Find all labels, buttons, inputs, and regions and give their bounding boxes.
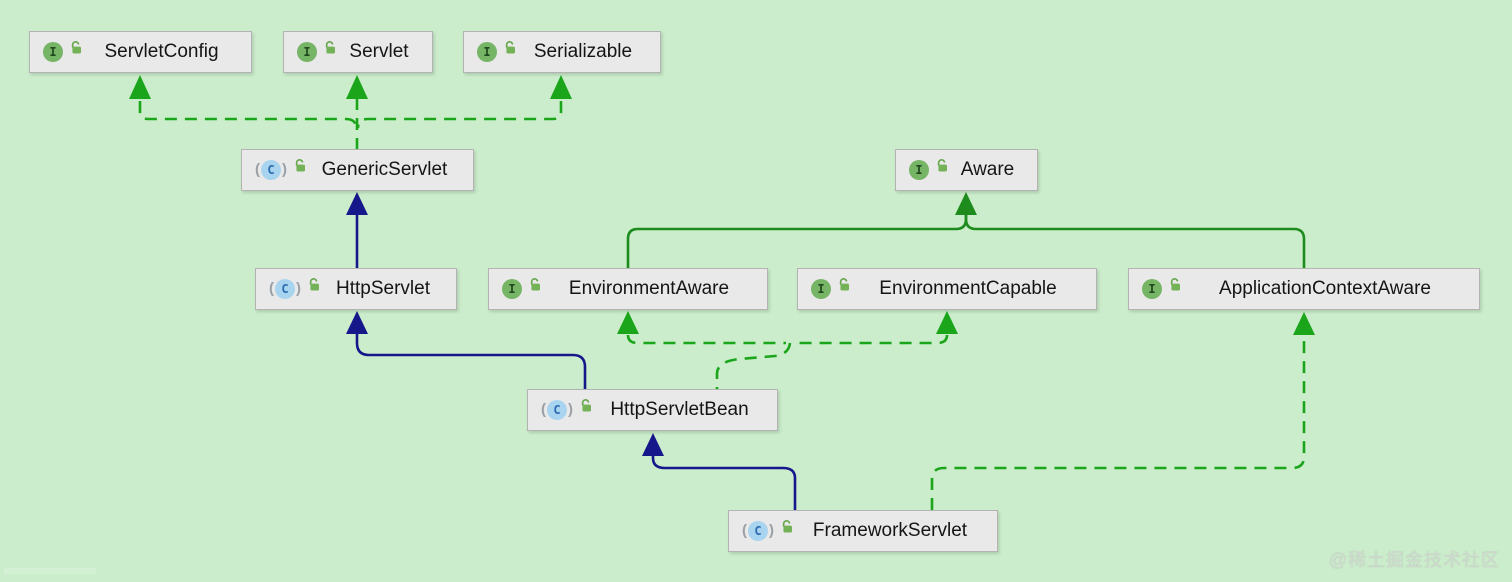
public-lock-icon [528, 277, 543, 297]
arrowhead-httpservletbean [642, 433, 664, 456]
interface-icon: I [502, 279, 522, 299]
interface-icon: I [811, 279, 831, 299]
edge-httpservletbean-implements-stem [715, 342, 792, 389]
class-node-servletconfig[interactable]: I ServletConfig [29, 31, 252, 73]
public-lock-icon [69, 40, 84, 60]
edge-httpservletbean-implements-environmentcapable [798, 334, 949, 345]
public-lock-icon [780, 519, 795, 539]
class-node-label: ApplicationContextAware [1219, 278, 1431, 299]
abstract-class-icon: (C) [255, 160, 287, 180]
class-node-label: Servlet [349, 41, 409, 62]
class-node-servlet[interactable]: I Servlet [283, 31, 433, 73]
class-node-serializable[interactable]: I Serializable [463, 31, 661, 73]
arrowhead-genericservlet [346, 192, 368, 215]
edge-frameworkservlet-implements-applicationcontextaware [930, 336, 1306, 510]
interface-icon: I [43, 42, 63, 62]
abstract-class-icon: (C) [742, 521, 774, 541]
class-node-label: FrameworkServlet [812, 520, 968, 541]
class-node-httpservletbean[interactable]: (C) HttpServletBean [527, 389, 778, 431]
public-lock-icon [935, 158, 950, 178]
class-node-environmentaware[interactable]: I EnvironmentAware [488, 268, 768, 310]
arrowhead-applicationcontextaware [1293, 312, 1315, 335]
public-lock-icon [307, 277, 322, 297]
interface-icon: I [477, 42, 497, 62]
class-node-label: EnvironmentCapable [879, 278, 1057, 299]
public-lock-icon [503, 40, 518, 60]
arrowhead-serializable [550, 75, 572, 99]
edge-httpservletbean-implements-environmentaware [626, 334, 786, 345]
arrowhead-servlet [346, 75, 368, 99]
class-node-frameworkservlet[interactable]: (C) FrameworkServlet [728, 510, 998, 552]
edge-environmentaware-extends-aware [626, 215, 968, 268]
class-node-label: GenericServlet [321, 159, 448, 180]
class-node-label: EnvironmentAware [568, 278, 730, 299]
public-lock-icon [579, 398, 594, 418]
arrowhead-environmentaware [617, 311, 639, 334]
interface-icon: I [1142, 279, 1162, 299]
class-node-label: HttpServletBean [610, 399, 749, 420]
arrowhead-httpservlet [346, 311, 368, 334]
interface-icon: I [297, 42, 317, 62]
arrowhead-environmentcapable [936, 311, 958, 334]
class-node-aware[interactable]: I Aware [895, 149, 1038, 191]
public-lock-icon [323, 40, 338, 60]
public-lock-icon [293, 158, 308, 178]
public-lock-icon [1168, 277, 1183, 297]
corner-faint-mark [4, 568, 96, 574]
interface-icon: I [909, 160, 929, 180]
class-node-httpservlet[interactable]: (C) HttpServlet [255, 268, 457, 310]
class-node-applicationcontextaware[interactable]: I ApplicationContextAware [1128, 268, 1480, 310]
class-node-environmentcapable[interactable]: I EnvironmentCapable [797, 268, 1097, 310]
arrowhead-aware [955, 192, 977, 215]
edge-genericservlet-implements-serializable [356, 101, 563, 129]
class-node-label: HttpServlet [336, 278, 430, 299]
edge-httpservletbean-extends-httpservlet [355, 334, 587, 389]
edge-applicationcontextaware-extends-aware [964, 215, 1306, 268]
class-node-label: Aware [960, 159, 1015, 180]
watermark-text: @稀土掘金技术社区 [1328, 550, 1500, 570]
abstract-class-icon: (C) [541, 400, 573, 420]
public-lock-icon [837, 277, 852, 297]
class-node-label: ServletConfig [104, 41, 219, 62]
class-node-label: Serializable [533, 41, 633, 62]
edge-frameworkservlet-extends-httpservletbean [651, 456, 797, 510]
abstract-class-icon: (C) [269, 279, 301, 299]
edge-genericservlet-implements-servletconfig [138, 101, 358, 129]
arrowhead-servletconfig [129, 75, 151, 99]
class-node-genericservlet[interactable]: (C) GenericServlet [241, 149, 474, 191]
